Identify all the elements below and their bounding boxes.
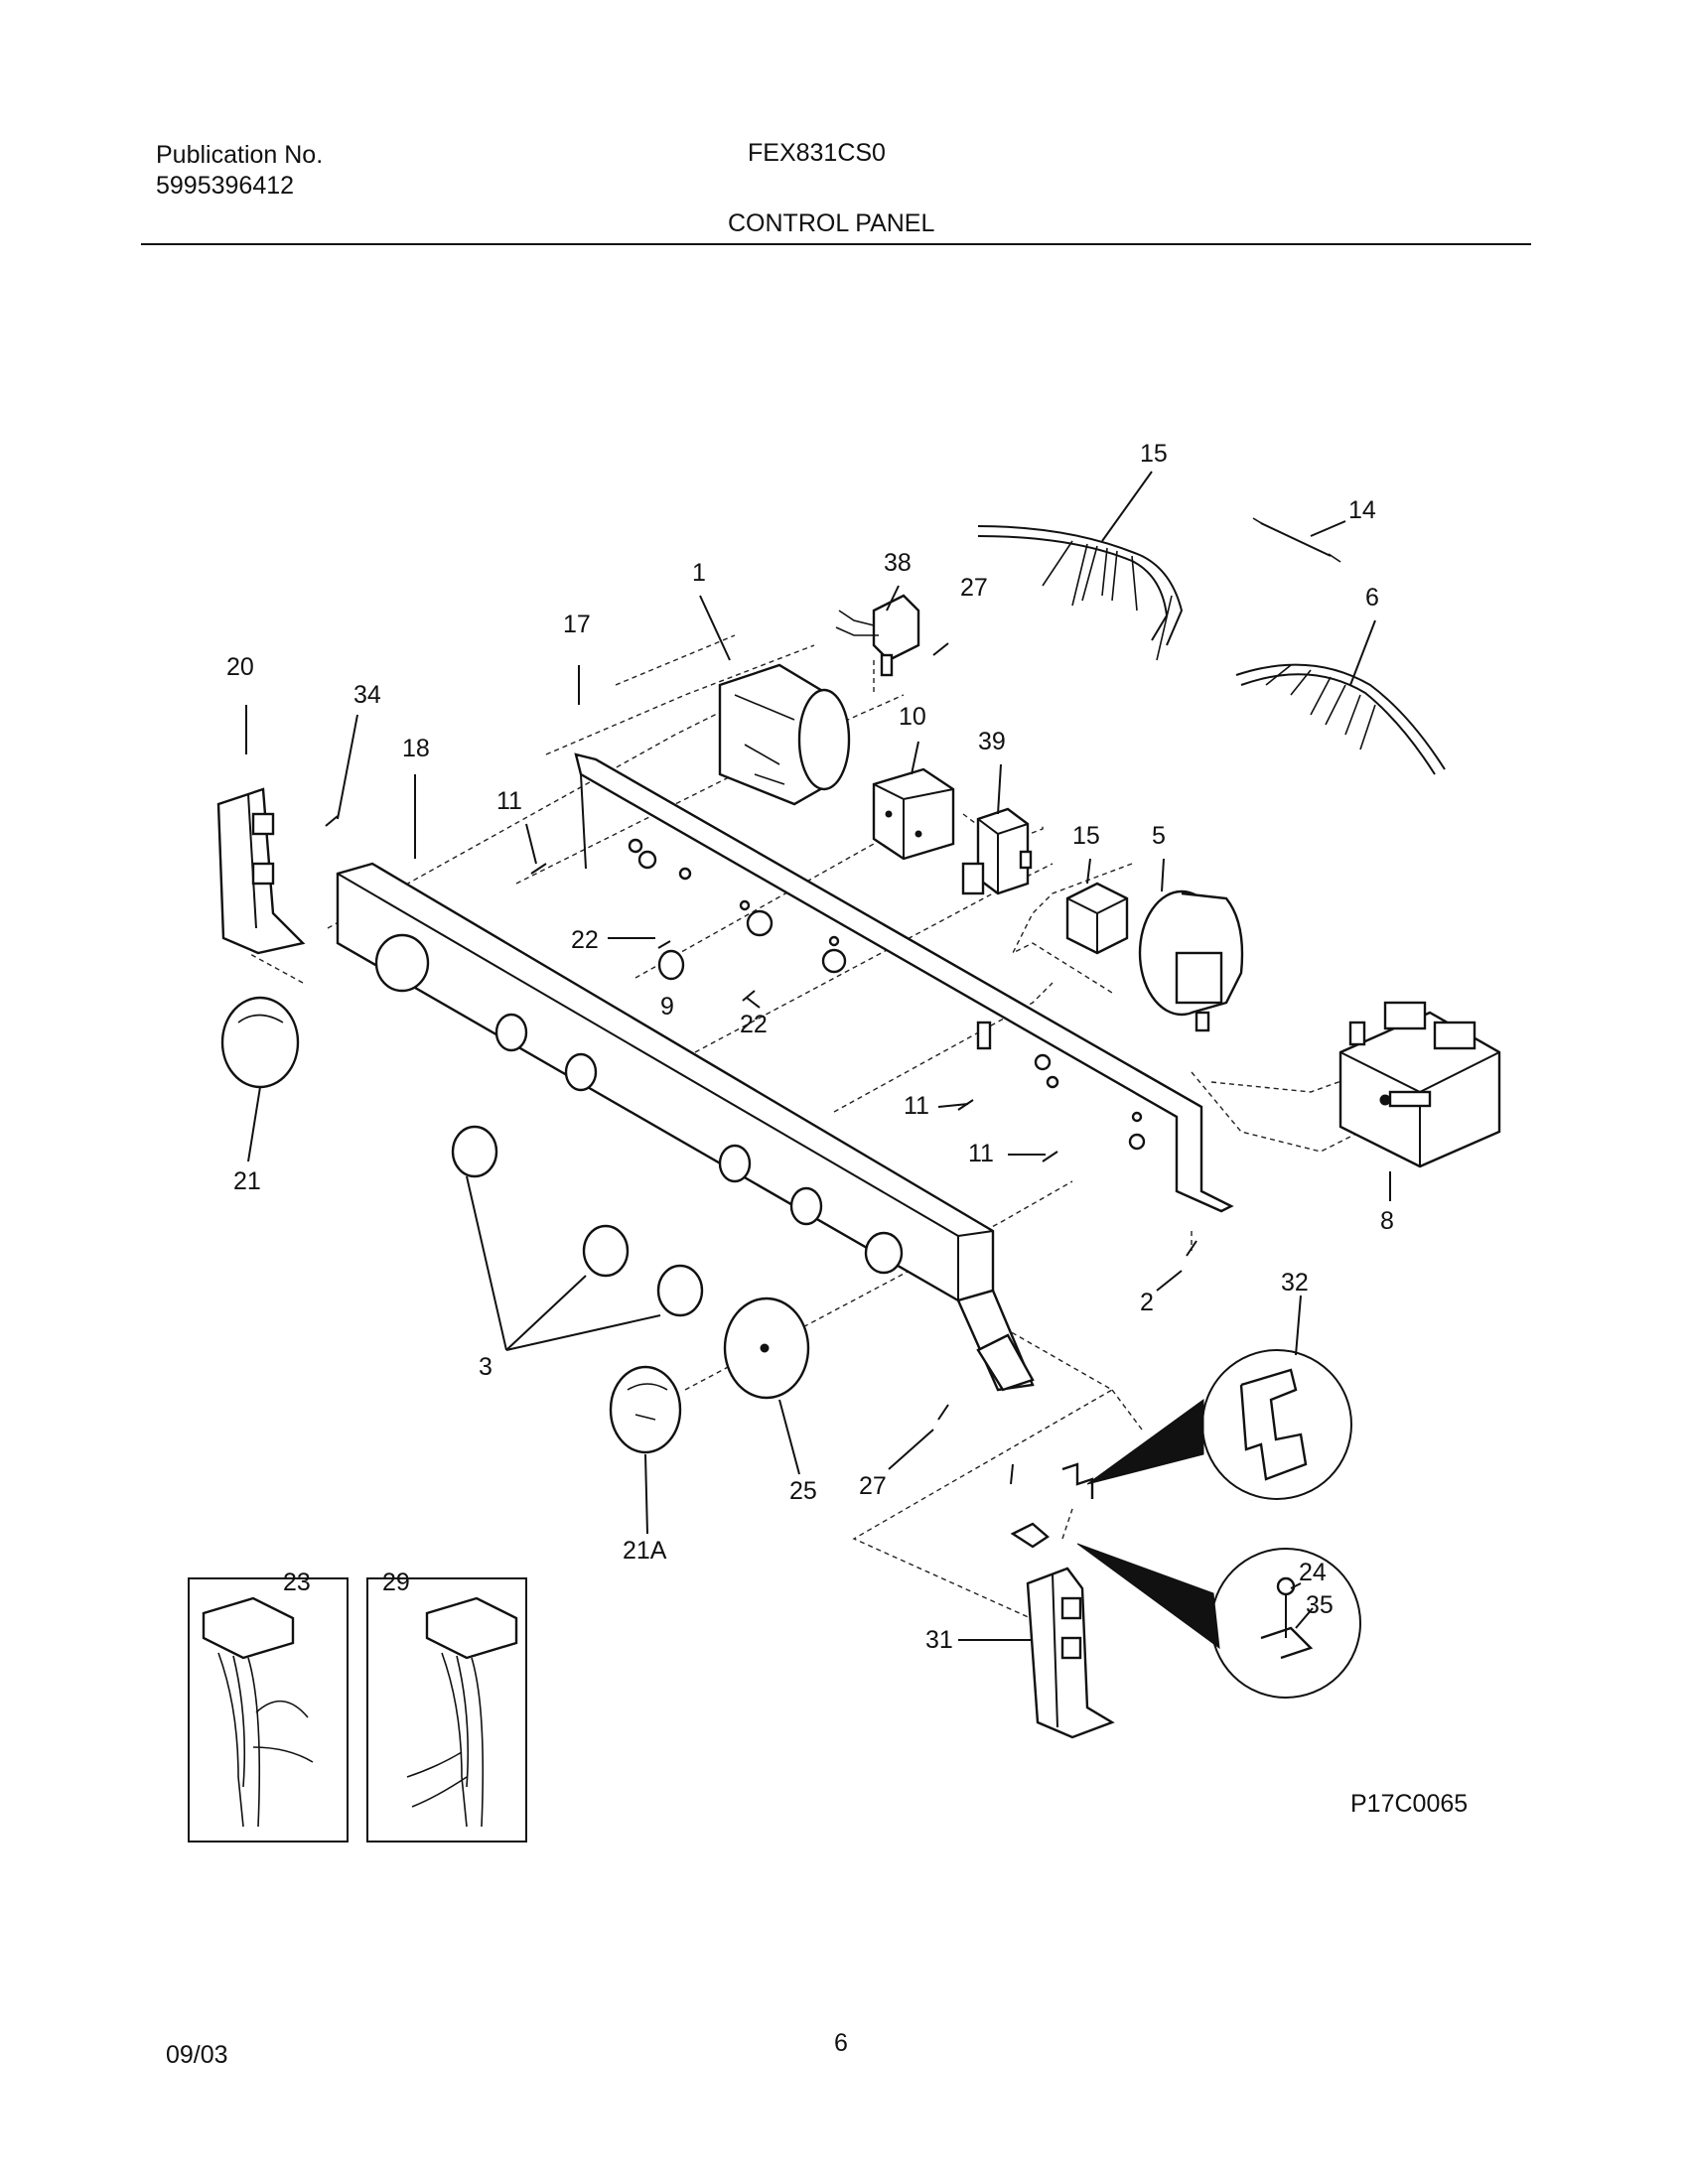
callout-35: 35 <box>1306 1591 1334 1619</box>
callout-31: 31 <box>925 1626 953 1654</box>
publication-label: Publication No. <box>156 141 324 169</box>
knob-4c <box>656 1264 704 1317</box>
wire-harness-6 <box>1235 663 1446 775</box>
callout-21a: 21A <box>623 1537 667 1565</box>
component-10 <box>872 767 955 861</box>
figure-code: P17C0065 <box>1350 1790 1468 1818</box>
section-title: CONTROL PANEL <box>728 209 935 237</box>
knob-21 <box>220 996 300 1089</box>
callout-10: 10 <box>899 703 926 731</box>
component-5 <box>1138 889 1244 1032</box>
dial-25 <box>723 1297 810 1400</box>
callout-15: 15 <box>1072 822 1100 850</box>
screws <box>325 642 1197 1485</box>
callout-labels: 15 14 1 38 27 6 17 20 34 18 10 39 15 5 1… <box>226 440 1468 1818</box>
callout-3: 15 <box>1140 440 1168 468</box>
knob-4a <box>451 1125 498 1178</box>
callout-22-left: 22 <box>571 926 599 954</box>
callout-29: 29 <box>382 1569 410 1596</box>
callout-11-mid: 11 <box>904 1092 929 1120</box>
callout-24: 24 <box>1299 1559 1327 1586</box>
callout-1: 1 <box>692 559 706 587</box>
bracket-20 <box>216 787 306 955</box>
callout-4: 3 <box>479 1353 492 1381</box>
knob-21a <box>609 1365 682 1454</box>
component-8 <box>1338 1001 1501 1168</box>
knob-4b <box>582 1224 630 1278</box>
page-number: 6 <box>834 2029 848 2057</box>
callout-18: 18 <box>402 735 430 762</box>
timer-part <box>718 663 851 806</box>
callout-11-low: 11 <box>968 1140 994 1167</box>
control-panel-rear <box>574 752 1234 1213</box>
callout-6: 6 <box>1365 584 1379 612</box>
control-panel-front <box>336 862 1035 1392</box>
callout-20: 20 <box>226 653 254 681</box>
callout-14: 14 <box>1348 496 1376 524</box>
callout-25: 25 <box>789 1477 817 1505</box>
component-39 <box>961 807 1033 895</box>
leader-lines <box>245 471 1391 1641</box>
callout-9: 9 <box>660 993 674 1021</box>
detail-circle-24-35 <box>1076 1543 1361 1699</box>
model-number: FEX831CS0 <box>748 139 886 167</box>
footer-date: 09/03 <box>166 2041 228 2069</box>
callout-17: 17 <box>563 611 591 638</box>
component-15 <box>1065 882 1129 955</box>
callout-27-top: 27 <box>960 574 988 602</box>
bracket-31 <box>1026 1567 1115 1739</box>
callout-32: 32 <box>1281 1269 1309 1297</box>
callout-2: 2 <box>1140 1289 1154 1316</box>
harness-box-23 <box>188 1577 349 1843</box>
header-rule <box>141 243 1531 245</box>
callout-11-top: 11 <box>496 787 522 815</box>
clip-32-small <box>1061 1462 1094 1499</box>
callout-38: 38 <box>884 549 912 577</box>
wire-harness-3 <box>977 525 1184 661</box>
clip-35-small <box>1010 1522 1050 1549</box>
callout-34: 34 <box>353 681 381 709</box>
callout-39: 39 <box>978 728 1006 755</box>
callout-22-right: 22 <box>740 1011 768 1038</box>
callout-5: 5 <box>1152 822 1166 850</box>
callout-8: 8 <box>1380 1207 1394 1235</box>
switch-part-38 <box>835 594 920 677</box>
wire-14 <box>1252 517 1341 563</box>
callout-21: 21 <box>233 1167 261 1195</box>
publication-number: 5995396412 <box>156 172 295 200</box>
callout-27-bottom: 27 <box>859 1472 887 1500</box>
knob-9 <box>657 949 685 981</box>
callout-23: 23 <box>283 1569 311 1596</box>
harness-box-29 <box>366 1577 527 1843</box>
detail-circle-32 <box>1086 1349 1352 1500</box>
